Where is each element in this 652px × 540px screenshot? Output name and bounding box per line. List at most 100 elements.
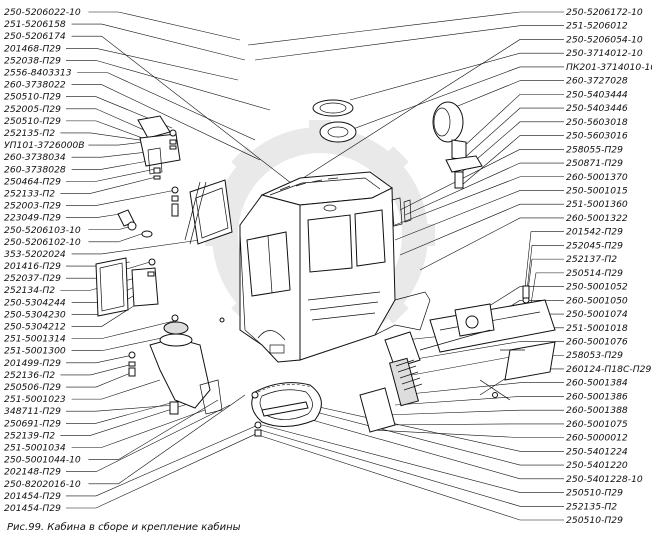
callout-left-26: 250-5304212 [4, 322, 66, 333]
leader-right-17 [525, 245, 564, 301]
leader-left-35 [60, 399, 201, 436]
callout-right-27: 260-5001384 [566, 378, 628, 389]
leader-right-12 [394, 176, 564, 226]
ceiling-lamp-lens [319, 102, 347, 114]
leader-right-8 [461, 121, 564, 173]
leader-left-32 [71, 379, 161, 400]
mirror-bracket [131, 267, 159, 307]
callout-right-2: 250-5206054-10 [566, 34, 643, 45]
top-right-components [312, 99, 483, 189]
rear-floor-edge [374, 299, 431, 336]
rear-mount-assembly [359, 285, 556, 433]
callout-left-21: 201416-П29 [4, 261, 61, 272]
leader-right-1 [254, 25, 564, 61]
leader-right-15 [419, 217, 564, 271]
callout-left-34: 250691-П29 [4, 418, 61, 429]
callout-right-18: 252137-П2 [566, 254, 617, 265]
leader-left-5 [77, 72, 256, 141]
callout-right-23: 251-5001018 [566, 323, 628, 334]
leader-right-27 [399, 382, 564, 396]
leader-left-7 [66, 96, 173, 129]
searchlight-housing [432, 101, 464, 143]
link-pin [492, 392, 498, 398]
callout-left-23: 252134-П2 [4, 285, 55, 296]
callout-right-4: ПК201-3714010-10 [566, 62, 652, 73]
torsion-bar [419, 329, 491, 351]
callout-left-41: 201454-П29 [4, 503, 61, 514]
link-rod [479, 379, 511, 401]
leader-left-34 [66, 394, 201, 424]
leader-left-38 [66, 404, 231, 473]
callout-left-38: 202148-П29 [4, 467, 61, 478]
callout-left-20: 353-5202024 [4, 249, 66, 260]
callout-right-13: 250-5001015 [566, 185, 628, 196]
searchlight-stem [454, 171, 464, 189]
callout-right-10: 258055-П29 [566, 144, 623, 155]
leader-left-29 [66, 354, 134, 364]
callout-right-28: 260-5001386 [566, 391, 628, 402]
side-handle-2 [403, 199, 412, 223]
callout-right-17: 252045-П29 [566, 240, 623, 251]
mirror-glass [95, 257, 129, 317]
leader-right-13 [394, 190, 564, 241]
callout-left-8: 252005-П29 [4, 104, 61, 115]
washer-1 [128, 351, 136, 359]
leader-left-23 [60, 273, 151, 291]
callout-right-29: 260-5001388 [566, 405, 628, 416]
leader-left-20 [71, 239, 201, 255]
hinge-pin [465, 315, 479, 329]
callout-right-1: 251-5206012 [566, 21, 628, 32]
bolt-stack-1 [169, 129, 177, 150]
leader-left-2 [71, 35, 301, 191]
ceiling-lamp-rim [312, 99, 354, 117]
leader-left-17 [66, 213, 121, 218]
callout-left-11: УП101-3726000В [4, 140, 85, 151]
mirror-inner [99, 262, 125, 312]
bolt-stack-2 [153, 167, 179, 217]
callouts-right: 250-5206172-10251-5206012250-5206054-102… [566, 7, 652, 526]
callout-left-15: 252133-П2 [4, 188, 55, 199]
leader-left-13 [71, 157, 166, 170]
leader-left-15 [60, 175, 161, 194]
leader-left-30 [60, 363, 134, 376]
callout-right-36: 252135-П2 [566, 501, 617, 512]
callout-right-3: 250-3714012-10 [566, 48, 643, 59]
callout-right-6: 250-5403444 [566, 89, 628, 100]
leader-right-29 [384, 409, 564, 416]
leader-right-3 [349, 52, 564, 101]
leader-lines [60, 11, 564, 521]
leader-left-33 [66, 404, 176, 412]
leader-left-27 [71, 319, 179, 339]
washer-2 [128, 361, 136, 367]
leader-right-31 [371, 429, 564, 438]
callout-left-12: 260-3738034 [4, 152, 66, 163]
callout-left-25: 250-5304230 [4, 309, 66, 320]
leader-right-7 [461, 107, 564, 161]
leader-right-6 [459, 94, 564, 151]
ceiling-lamp-socket [327, 126, 349, 138]
door-edge [239, 231, 263, 346]
side-window [246, 231, 291, 297]
callout-right-7: 250-5403446 [566, 103, 628, 114]
callout-left-7: 250510-П29 [4, 92, 61, 103]
callout-left-37: 250-5001044-10 [4, 455, 81, 466]
callout-left-30: 252136-П2 [4, 370, 55, 381]
pad-nut [254, 429, 262, 437]
leader-left-3 [66, 47, 239, 81]
callout-right-11: 250871-П29 [566, 158, 623, 169]
callout-right-35: 250510-П29 [566, 488, 623, 499]
leader-right-14 [399, 203, 564, 256]
leader-right-5 [447, 80, 564, 111]
roof-vent [323, 204, 337, 212]
leader-left-19 [88, 231, 148, 243]
strut-base [359, 387, 396, 433]
callout-left-4: 252038-П29 [4, 55, 61, 66]
callout-right-32: 250-5401224 [566, 446, 628, 457]
strut-top-eye [384, 331, 421, 369]
strut-body [389, 357, 419, 407]
callout-left-29: 201499-П29 [4, 358, 61, 369]
searchlight-base [445, 155, 483, 173]
lower-bracket [504, 341, 556, 381]
callout-right-5: 260-3727028 [566, 76, 628, 87]
